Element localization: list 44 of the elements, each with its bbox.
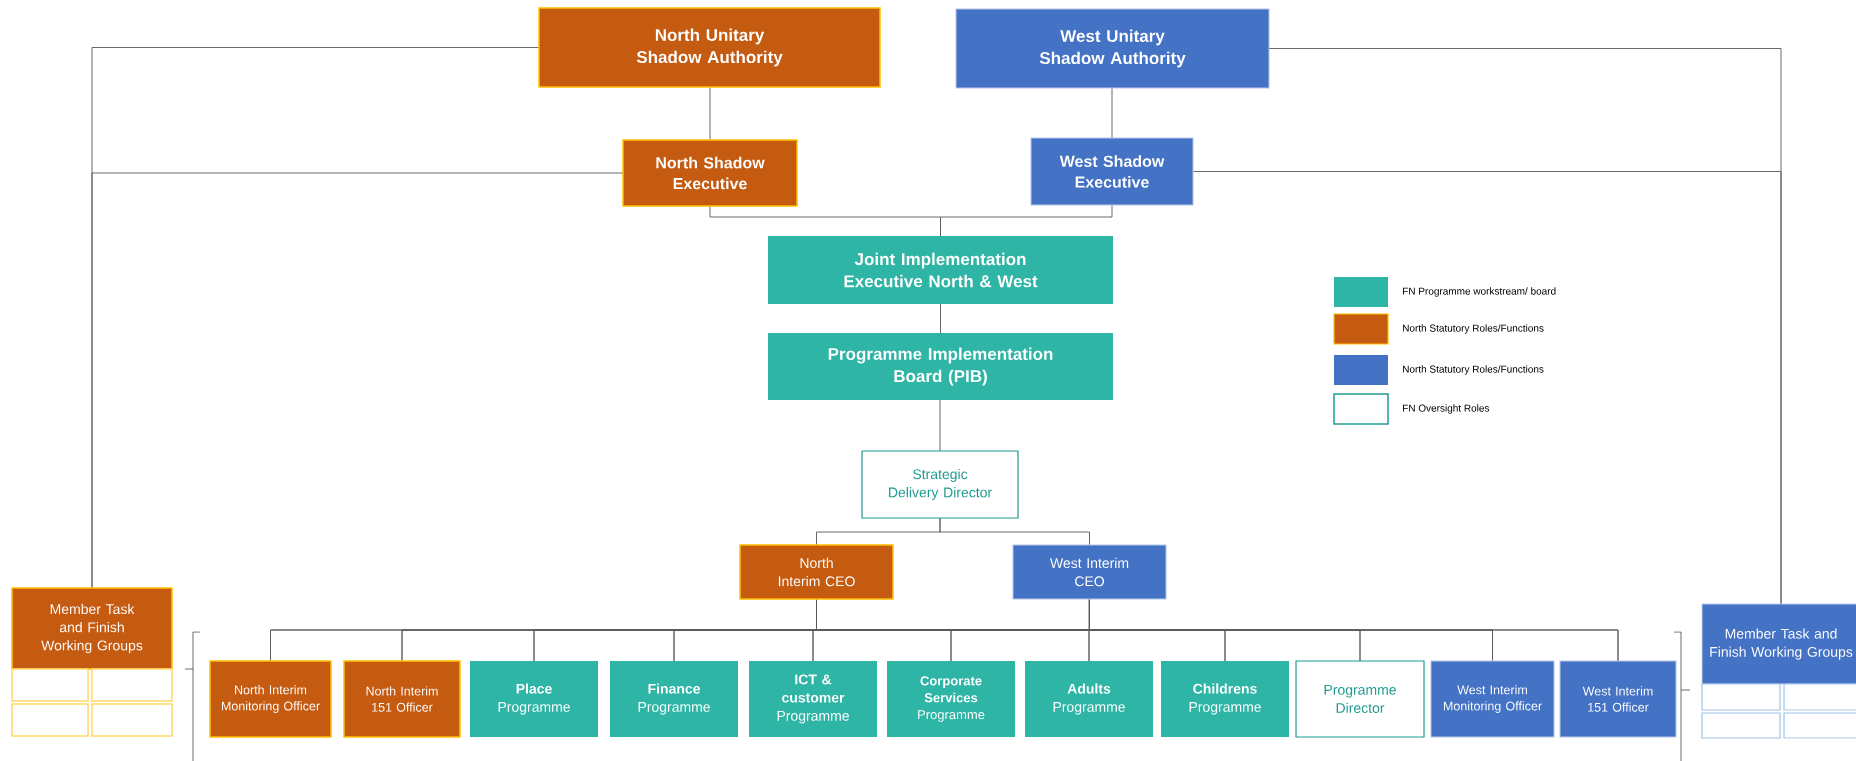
role-box: North Interim CEO [739, 544, 894, 600]
connector-line [940, 204, 1113, 237]
programme-box: Place Programme [470, 661, 598, 737]
table-cell [11, 668, 89, 702]
programme-box: Programme Implementation Board (PIB) [768, 333, 1113, 400]
table-cell [1783, 712, 1856, 739]
connector-line [1088, 598, 1090, 662]
programme-box: Adults Programme [1025, 661, 1153, 737]
oversight-box: Strategic Delivery Director [861, 450, 1019, 519]
legend-label: FN Programme workstream/ board [1403, 287, 1556, 297]
role-box: Member Task and Finish Working Groups [11, 587, 173, 670]
role-box: West Interim Monitoring Officer [1430, 660, 1555, 738]
legend-label: North Statutory Roles/Functions [1403, 365, 1544, 375]
legend-label: FN Oversight Roles [1403, 404, 1490, 414]
programme-box: Joint Implementation Executive North & West [768, 236, 1113, 304]
connector-line [91, 172, 624, 589]
connector-line [1192, 171, 1782, 605]
legend-label: North Statutory Roles/Functions [1403, 324, 1544, 334]
role-box: North Interim Monitoring Officer [209, 660, 332, 738]
table-cell [1701, 712, 1781, 739]
programme-box: Corporate Services Programme [887, 661, 1015, 737]
table-cell [1701, 683, 1781, 711]
programme-box: Childrens Programme [1161, 661, 1289, 737]
table-cell [1783, 683, 1856, 711]
connector-line [709, 86, 711, 141]
connector-line [939, 399, 941, 452]
role-box: Member Task and Finish Working Groups [1701, 603, 1856, 685]
programme-box: Finance Programme [610, 661, 738, 737]
table-cell [91, 703, 173, 737]
connector-line [1089, 598, 1619, 662]
connector-line [1111, 87, 1113, 139]
connector-line [940, 303, 941, 334]
role-box: North Shadow Executive [622, 139, 798, 207]
role-box: West Interim CEO [1012, 544, 1167, 600]
programme-box: ICT & customer Programme [749, 661, 877, 737]
role-box: West Unitary Shadow Authority [955, 8, 1270, 89]
role-box: North Interim 151 Officer [343, 660, 461, 738]
role-box: West Interim 151 Officer [1559, 660, 1677, 738]
role-box: North Unitary Shadow Authority [538, 7, 881, 88]
role-box: West Shadow Executive [1030, 137, 1194, 206]
table-cell [11, 703, 89, 737]
table-cell [91, 668, 173, 702]
oversight-box: Programme Director [1295, 660, 1425, 738]
connector-line [939, 517, 1090, 546]
